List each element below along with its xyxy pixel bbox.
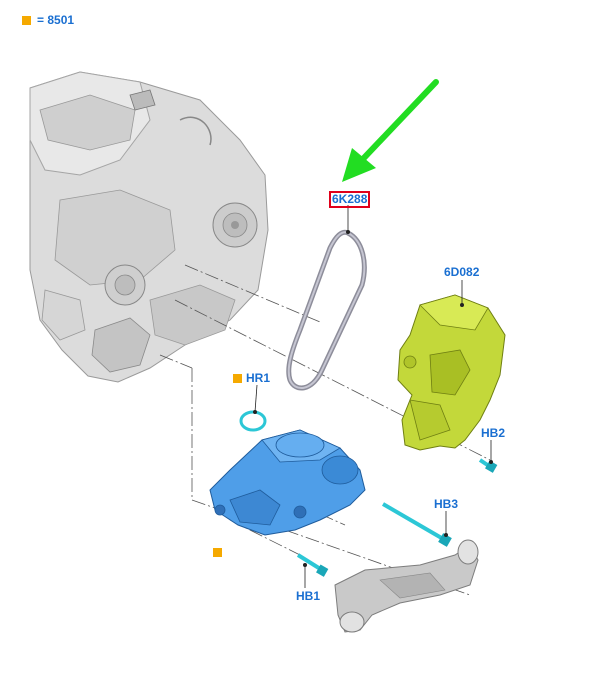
square-marker-icon <box>22 15 31 25</box>
callout-cover[interactable]: 6D082 <box>444 265 480 279</box>
callout-seal[interactable]: HR1 <box>246 371 271 385</box>
legend: = 8501 <box>22 13 74 27</box>
bolt-pump-long[interactable] <box>381 502 452 547</box>
callout-bolt-pump-short[interactable]: HB1 <box>296 589 321 603</box>
callout-bolt-cover[interactable]: HB2 <box>481 426 506 440</box>
engine-block <box>29 71 269 383</box>
outlet-pipe[interactable] <box>334 539 479 633</box>
square-marker-icon <box>213 548 222 557</box>
timing-cover[interactable] <box>397 294 506 451</box>
legend-text: = 8501 <box>37 13 75 27</box>
callout-dots <box>253 230 493 567</box>
square-marker-icon <box>233 374 242 383</box>
bolt-cover[interactable] <box>478 458 498 473</box>
seal-ring[interactable] <box>239 410 267 432</box>
pump-assembly[interactable] <box>209 429 366 536</box>
callout-belt[interactable]: 6K288 <box>329 191 371 208</box>
arrow-icon <box>342 79 439 182</box>
callout-bolt-pump-long[interactable]: HB3 <box>434 497 459 511</box>
bolt-pump-short[interactable] <box>296 553 329 577</box>
callout-leaders <box>254 205 492 588</box>
